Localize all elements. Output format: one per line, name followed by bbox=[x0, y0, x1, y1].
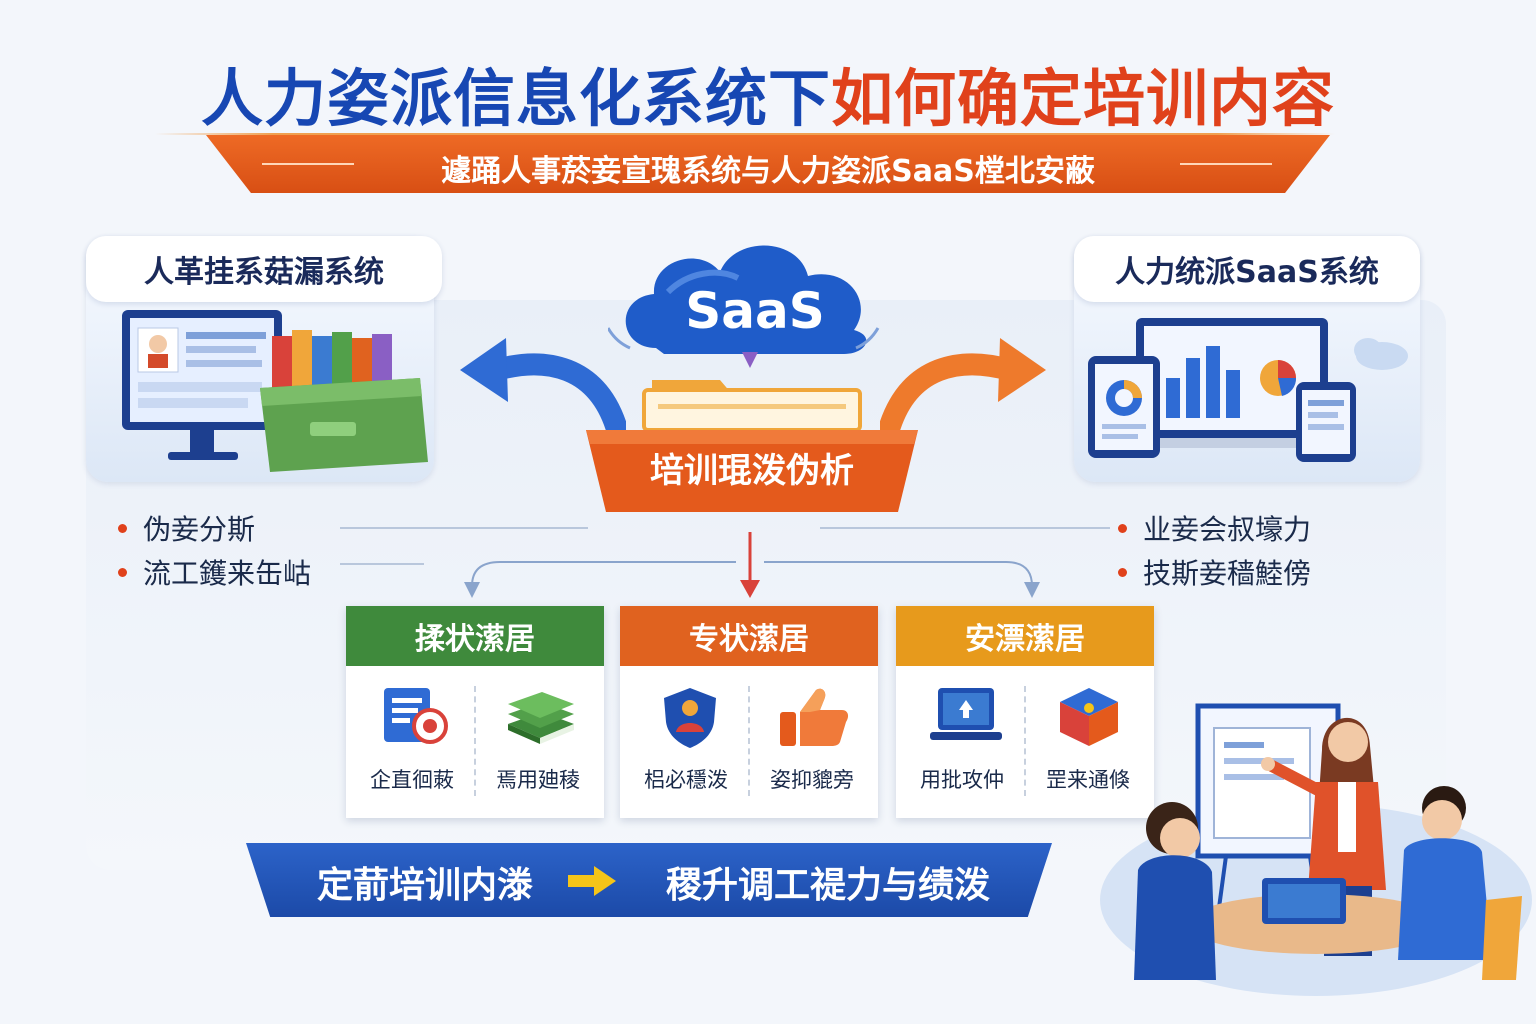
chair-icon bbox=[1482, 896, 1522, 980]
category-divider bbox=[748, 686, 750, 796]
saas-cloud-icon bbox=[608, 245, 880, 368]
laptop-chart-icon bbox=[1126, 318, 1338, 448]
left-bullet-1: 伪妾分斯 bbox=[118, 508, 255, 548]
shield-person-icon bbox=[664, 688, 716, 748]
left-bullet-2-text: 流工鑊来缶岵 bbox=[143, 557, 312, 590]
category-divider bbox=[474, 686, 476, 796]
saas-devices-illustration bbox=[1088, 318, 1408, 462]
right-bullet-1: 业妾会叔壕力 bbox=[1118, 508, 1311, 548]
category-card-2: 专状潆居 梠必穩泼 姿抑貔旁 bbox=[620, 606, 878, 818]
category-card-3: 安漂潆居 用批攻仲 罡来通倏 bbox=[896, 606, 1154, 818]
bullet-dot bbox=[118, 567, 127, 577]
training-folder-icon bbox=[586, 380, 918, 512]
subtitle-right-line bbox=[1180, 163, 1272, 165]
page-title: 人力姿派信息化系统下如何确定培训内容 bbox=[0, 48, 1536, 138]
left-bullet-1-text: 伪妾分斯 bbox=[143, 513, 256, 546]
right-bullet-1-text: 业妾会叔壕力 bbox=[1143, 513, 1312, 546]
subtitle-left-line bbox=[262, 163, 354, 165]
file-box-icon bbox=[260, 330, 428, 472]
category-3-header: 安漂潆居 bbox=[896, 606, 1154, 666]
left-bullet-2: 流工鑊来缶岵 bbox=[118, 552, 311, 592]
left-curved-arrow-icon bbox=[460, 338, 626, 436]
right-bullet-2: 技斯妾穑鯥傍 bbox=[1118, 552, 1311, 592]
bullet-dot bbox=[118, 523, 127, 533]
thumbs-up-icon bbox=[780, 688, 849, 746]
hr-records-illustration bbox=[122, 310, 428, 472]
tablet-icon bbox=[1088, 356, 1160, 458]
category-2-item-1-label: 梠必穩泼 bbox=[644, 768, 728, 792]
cloud-label: SaaS bbox=[685, 282, 825, 340]
attendee-left-person-icon bbox=[1134, 802, 1216, 980]
bottom-banner-left-text: 定葥培训内漛 bbox=[316, 865, 533, 906]
attendee-right-person-icon bbox=[1398, 786, 1492, 960]
title-underline bbox=[155, 133, 1335, 135]
category-2-item-2-label: 姿抑貔旁 bbox=[770, 768, 854, 792]
bullet-dot bbox=[1118, 523, 1127, 533]
right-arrow-icon bbox=[568, 866, 616, 896]
subtitle-banner bbox=[206, 135, 1330, 193]
monitor-icon bbox=[122, 310, 282, 460]
training-analysis-label: 培训琨泼伪析 bbox=[650, 450, 854, 491]
bottom-banner-right-text: 稷升调工禔力与绩泼 bbox=[665, 865, 990, 906]
table-icon bbox=[1186, 878, 1446, 954]
category-3-item-1-label: 用批攻仲 bbox=[920, 768, 1004, 792]
cube-icon bbox=[1060, 688, 1118, 746]
title-part-red: 如何确定培训内容 bbox=[831, 62, 1336, 135]
category-divider bbox=[1024, 686, 1026, 796]
left-panel-title: 人革挂系菇漏系统 bbox=[86, 236, 442, 302]
title-part-blue: 人力姿派信息化系统下 bbox=[200, 62, 831, 135]
document-target-icon bbox=[384, 688, 448, 744]
category-3-item-2-label: 罡来通倏 bbox=[1046, 768, 1130, 792]
subtitle-text: 遽踊人事菸妾宣瑰系统与人力姿派SaaS樘北安蔽 bbox=[441, 154, 1095, 189]
category-2-header: 专状潆居 bbox=[620, 606, 878, 666]
cloud-small-icon bbox=[1354, 338, 1408, 370]
category-card-1: 揉状潆居 企直徊蓛 焉用廸稜 bbox=[346, 606, 604, 818]
connector-lines bbox=[340, 527, 1110, 598]
bullet-dot bbox=[1118, 567, 1127, 577]
right-curved-arrow-icon bbox=[880, 338, 1046, 436]
right-panel-title: 人力统派SaaS系统 bbox=[1074, 236, 1420, 302]
laptop-upload-icon bbox=[930, 688, 1002, 740]
category-1-item-1-label: 企直徊蓛 bbox=[370, 768, 454, 792]
book-stack-icon bbox=[508, 692, 574, 744]
category-1-header: 揉状潆居 bbox=[346, 606, 604, 666]
bottom-banner bbox=[246, 843, 1052, 917]
training-scene-illustration bbox=[1100, 703, 1532, 996]
phone-icon bbox=[1296, 382, 1356, 462]
right-bullet-2-text: 技斯妾穑鯥傍 bbox=[1143, 557, 1312, 590]
category-1-item-2-label: 焉用廸稜 bbox=[496, 768, 580, 792]
